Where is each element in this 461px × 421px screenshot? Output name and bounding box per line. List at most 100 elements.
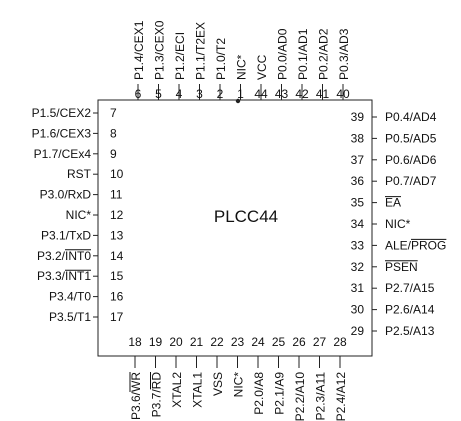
chip-body xyxy=(97,99,373,357)
pin-6-label-group: P1.4/CEX1 xyxy=(132,20,146,80)
pin-4-label: P1.2/ECI xyxy=(173,32,187,80)
pin-30-number: 30 xyxy=(351,303,365,317)
pin-18-number: 18 xyxy=(128,335,142,349)
pin-38-label: P0.5/AD5 xyxy=(385,131,437,145)
chip-name: PLCC44 xyxy=(214,207,278,226)
pin-3-label: P1.1/T2EX xyxy=(194,22,208,80)
pin-18-label: P3.6/WR xyxy=(129,372,143,420)
pin-5-label: P1.3/CEX0 xyxy=(153,20,167,80)
pin-4-label-group: P1.2/ECI xyxy=(173,32,187,80)
pin-14-label: P3.2/INT0 xyxy=(37,249,91,263)
pin-21-label-group: XTAL1 xyxy=(191,372,205,408)
pin-19-label: P3.7/RD xyxy=(150,372,164,418)
pin-10-label: RST xyxy=(67,167,92,181)
pin-42-label-group: P0.1/AD1 xyxy=(296,28,310,80)
pin-37-number: 37 xyxy=(351,153,365,167)
pin-6-number: 6 xyxy=(135,87,142,101)
pin-11-number: 11 xyxy=(110,188,123,202)
pin-15-number: 15 xyxy=(110,269,124,283)
pin-41-label-group: P0.2/AD2 xyxy=(317,28,331,80)
pin-27-label: P2.3/A11 xyxy=(314,372,328,421)
pin-39-label: P0.4/AD4 xyxy=(385,110,437,124)
pin-40-label: P0.3/AD3 xyxy=(337,28,351,80)
pin-34-label: NIC* xyxy=(385,217,411,231)
pin-24-label: P2.0/A8 xyxy=(252,372,266,415)
pin-4-number: 4 xyxy=(176,87,183,101)
pin-20-label-group: XTAL2 xyxy=(170,372,184,408)
pin-2-number: 2 xyxy=(217,87,224,101)
pin-7-number: 7 xyxy=(110,106,117,120)
pin-12-number: 12 xyxy=(110,208,124,222)
pin-3-label-group: P1.1/T2EX xyxy=(194,22,208,80)
pin-25-number: 25 xyxy=(272,335,286,349)
pin-2-label-group: P1.0/T2 xyxy=(214,38,228,80)
pin-21-label: XTAL1 xyxy=(191,372,205,408)
pin-29-number: 29 xyxy=(351,324,365,338)
pin-42-label: P0.1/AD1 xyxy=(296,28,310,80)
pin-14-number: 14 xyxy=(110,249,124,263)
pin-43-number: 43 xyxy=(275,87,289,101)
pins-layer: 7P1.5/CEX28P1.6/CEX39P1.7/CEx410RST11P3.… xyxy=(32,20,447,421)
pin-16-label: P3.4/T0 xyxy=(49,290,91,304)
pin-34-number: 34 xyxy=(351,217,365,231)
pin-22-label-group: VSS xyxy=(211,372,225,396)
pin-27-number: 27 xyxy=(313,335,327,349)
pin-1-label-group: NIC* xyxy=(235,54,249,80)
pin-1-label: NIC* xyxy=(235,54,249,80)
pin-13-label: P3.1/TxD xyxy=(41,228,91,242)
pin-33-number: 33 xyxy=(351,238,365,252)
pin-20-label: XTAL2 xyxy=(170,372,184,408)
pin-26-label: P2.2/A10 xyxy=(293,372,307,421)
pin1-marker-dot xyxy=(235,98,241,104)
pin-8-label: P1.6/CEX3 xyxy=(32,126,92,140)
pin-19-number: 19 xyxy=(149,335,163,349)
pin-12-label: NIC* xyxy=(66,208,92,222)
pin-36-label: P0.7/AD7 xyxy=(385,174,437,188)
pin-29-label: P2.5/A13 xyxy=(385,324,435,338)
pin-5-number: 5 xyxy=(155,87,162,101)
pin-28-label-group: P2.4/A12 xyxy=(334,372,348,421)
pin-22-label: VSS xyxy=(211,372,225,396)
pin-1-number: 1 xyxy=(237,87,244,101)
pin-20-number: 20 xyxy=(169,335,183,349)
pin-17-number: 17 xyxy=(110,310,124,324)
pin-42-number: 42 xyxy=(295,87,309,101)
pin-5-label-group: P1.3/CEX0 xyxy=(153,20,167,80)
pin-3-number: 3 xyxy=(196,87,203,101)
pin-35-label: EA xyxy=(385,196,401,210)
pin-35-number: 35 xyxy=(351,196,365,210)
pin-25-label-group: P2.1/A9 xyxy=(273,372,287,415)
pin-31-number: 31 xyxy=(351,281,365,295)
pin-28-number: 28 xyxy=(333,335,347,349)
pin-37-label: P0.6/AD6 xyxy=(385,153,437,167)
pin-43-label: P0.0/AD0 xyxy=(276,28,290,80)
pin-39-number: 39 xyxy=(351,110,365,124)
pin-13-number: 13 xyxy=(110,228,124,242)
pin-24-number: 24 xyxy=(251,335,265,349)
pin-40-number: 40 xyxy=(336,87,350,101)
pin-25-label: P2.1/A9 xyxy=(273,372,287,415)
pin-19-label-group: P3.7/RD xyxy=(150,372,164,418)
pin-2-label: P1.0/T2 xyxy=(214,38,228,80)
pin-15-label: P3.3/INT1 xyxy=(37,269,91,283)
pin-26-number: 26 xyxy=(292,335,306,349)
pin-40-label-group: P0.3/AD3 xyxy=(337,28,351,80)
pin-8-number: 8 xyxy=(110,126,117,140)
pin-9-number: 9 xyxy=(110,147,117,161)
pin-10-number: 10 xyxy=(110,167,124,181)
pin-6-label: P1.4/CEX1 xyxy=(132,20,146,80)
pin-23-label-group: NIC* xyxy=(232,372,246,398)
pin-9-label: P1.7/CEx4 xyxy=(34,147,92,161)
pin-24-label-group: P2.0/A8 xyxy=(252,372,266,415)
pin-32-label: PSEN xyxy=(385,260,418,274)
pin-11-label: P3.0/RxD xyxy=(40,188,92,202)
pin-41-number: 41 xyxy=(316,87,330,101)
pin-26-label-group: P2.2/A10 xyxy=(293,372,307,421)
pin-23-number: 23 xyxy=(231,335,245,349)
pin-43-label-group: P0.0/AD0 xyxy=(276,28,290,80)
pin-28-label: P2.4/A12 xyxy=(334,372,348,421)
pin-7-label: P1.5/CEX2 xyxy=(32,106,92,120)
pin-16-number: 16 xyxy=(110,290,124,304)
pin-36-number: 36 xyxy=(351,174,365,188)
pin-31-label: P2.7/A15 xyxy=(385,281,435,295)
